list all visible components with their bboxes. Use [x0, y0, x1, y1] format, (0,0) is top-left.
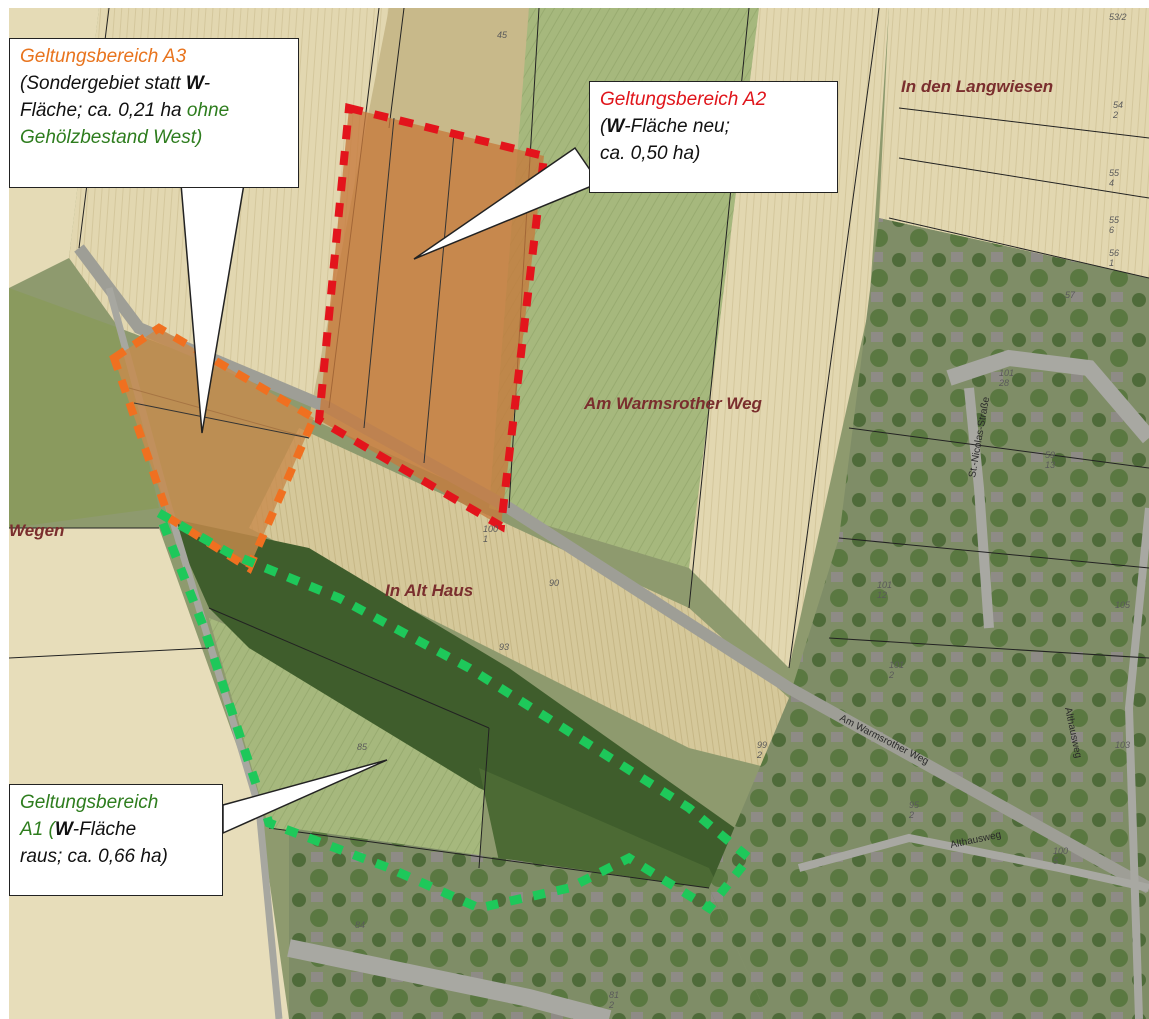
callout-a1-l2-bold: W: [54, 819, 73, 840]
callout-a2-l1-pre: (: [600, 116, 607, 137]
plot-number: 105: [1115, 600, 1131, 610]
callout-pointers: [180, 146, 601, 835]
a2-parcel-line-2: [423, 132, 455, 464]
a3-parcel-line: [133, 402, 310, 439]
place-label-langwiesen: In den Langwiesen: [901, 77, 1053, 96]
callout-a1: Geltungsbereich A1 (W-Fläche raus; ca. 0…: [9, 784, 223, 896]
pointer-a2: [413, 146, 601, 260]
callout-a3-line3: Gehölzbestand West): [20, 127, 203, 148]
callout-a1-line3: raus; ca. 0,66 ha): [20, 846, 168, 867]
callout-a3-line1: (Sondergebiet statt W-: [20, 70, 288, 97]
field-west-strip: [9, 288, 159, 528]
road-althausweg: [797, 833, 1149, 892]
callout-a3-l1-post: -: [203, 73, 211, 94]
place-label-warmsrother: Am Warmsrother Weg: [583, 394, 763, 413]
field-alt-haus: [249, 428, 789, 768]
callout-a2-line2: ca. 0,50 ha): [600, 143, 701, 164]
callout-a2-l1-bold: W: [606, 116, 625, 137]
road-st-nicolas: [964, 387, 994, 629]
road-curve: [946, 349, 1149, 444]
tree-belt: [169, 518, 749, 888]
plot-number: 103: [1115, 740, 1130, 750]
callout-a1-line2: A1 (W-Fläche: [20, 816, 212, 843]
callout-a3-title: Geltungsbereich A3: [20, 46, 187, 67]
field-south-west: [9, 528, 289, 1019]
area-a1-boundary: [154, 509, 756, 914]
road-east: [1124, 507, 1149, 1019]
callout-a3-line2: Fläche; ca. 0,21 ha ohne: [20, 97, 288, 124]
callout-a2: Geltungsbereich A2 (W-Fläche neu; ca. 0,…: [589, 81, 838, 193]
plot-number: 93: [499, 642, 509, 652]
callout-a3-l1-bold: W: [185, 73, 204, 94]
plot-number: 85: [357, 742, 368, 752]
pointer-a3: [180, 183, 245, 434]
place-label-alt-haus: In Alt Haus: [385, 581, 473, 600]
callout-a2-l1-post: -Fläche neu;: [624, 116, 730, 137]
a2-parcel-line-1: [363, 117, 395, 429]
road-south: [287, 939, 612, 1019]
field-langwiesen: [879, 8, 1149, 278]
callout-a3: Geltungsbereich A3 (Sondergebiet statt W…: [9, 38, 299, 188]
plot-number: 90: [549, 578, 559, 588]
place-label-wegen: Wegen: [9, 521, 64, 540]
callout-a3-l2-green: ohne: [186, 100, 230, 121]
area-a3-fill: [114, 328, 314, 568]
area-a3-boundary: [109, 323, 320, 574]
callout-a1-l2-post: -Fläche: [72, 819, 137, 840]
plot-number: 53/2: [1109, 12, 1127, 22]
pointer-a1: [222, 759, 388, 835]
callout-a3-l1-pre: (Sondergebiet statt: [20, 73, 186, 94]
callout-a2-title: Geltungsbereich A2: [600, 89, 767, 110]
callout-a2-line1: (W-Fläche neu;: [600, 113, 827, 140]
plot-number: 57: [1065, 290, 1076, 300]
residential-east: [709, 218, 1149, 1019]
callout-a1-l2-pre: A1 (: [20, 819, 55, 840]
plot-number: 84: [355, 920, 365, 930]
plot-number: 45: [497, 30, 508, 40]
callout-a1-title: Geltungsbereich: [20, 792, 159, 813]
area-a2-boundary: [314, 103, 549, 533]
callout-a3-l2-pre: Fläche; ca. 0,21 ha: [20, 100, 187, 121]
map-view[interactable]: In den Langwiesen Am Warmsrother Weg Weg…: [9, 8, 1149, 1019]
